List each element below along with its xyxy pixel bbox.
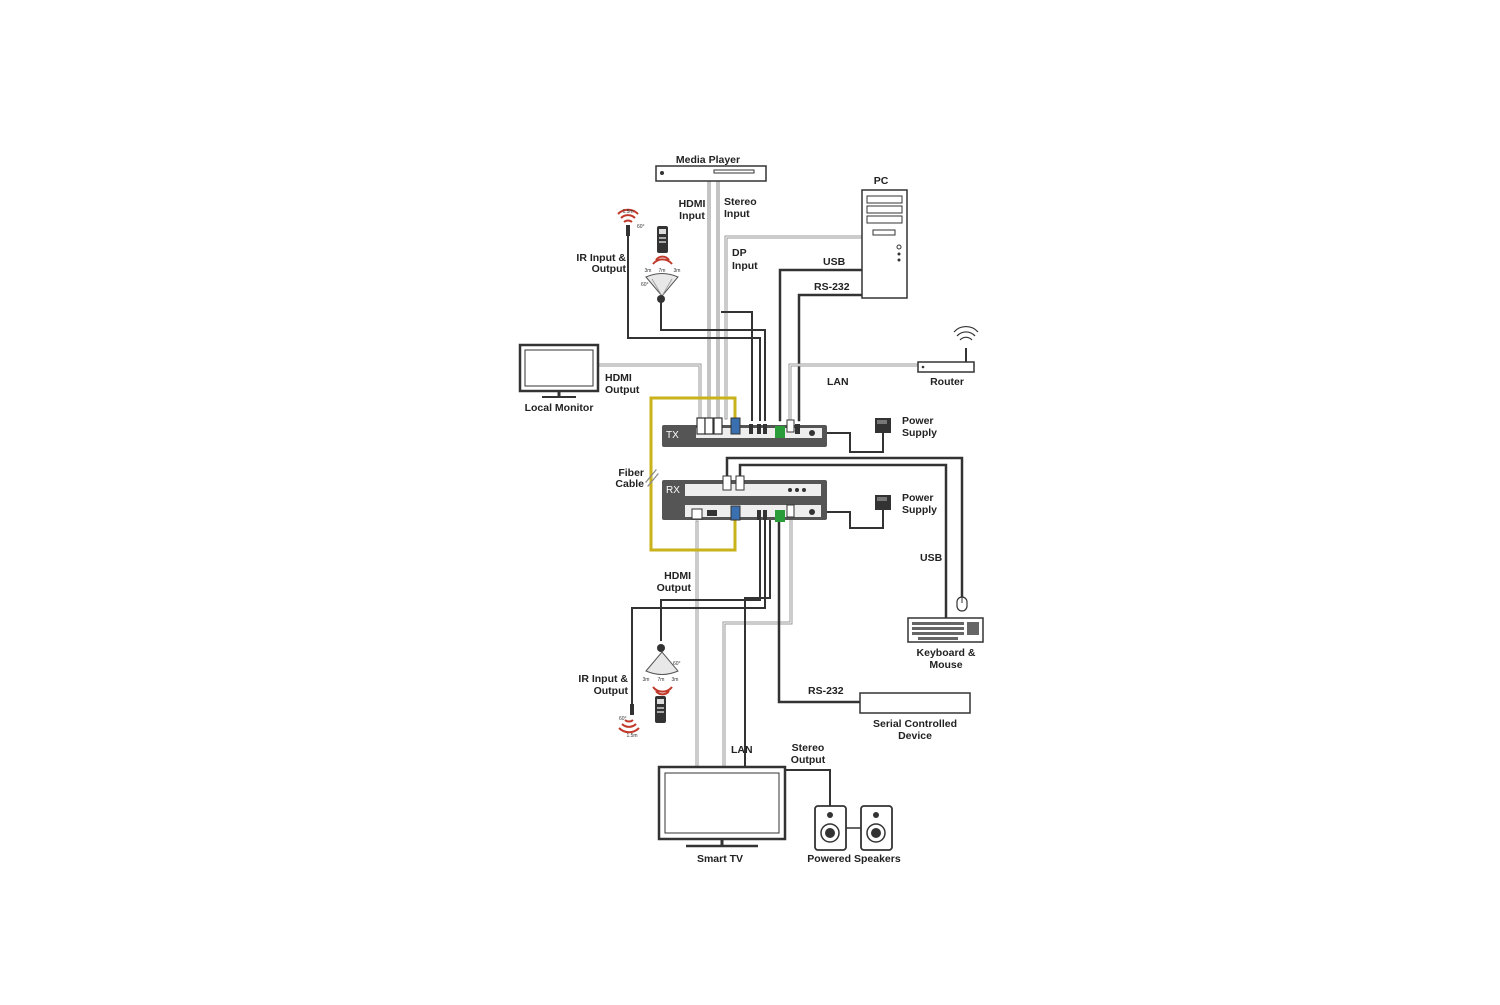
svg-text:3m: 3m <box>645 268 652 274</box>
tx-power-label-1: Power <box>902 415 934 427</box>
ir-emitter-bottom-icon: 60° 1.5m <box>618 704 640 739</box>
svg-text:60°: 60° <box>637 224 645 230</box>
serial-device-label-2: Device <box>898 730 932 742</box>
powered-speakers: Powered Speakers <box>807 805 901 865</box>
dp-input-label-2: Input <box>732 260 758 272</box>
smart-tv: Smart TV <box>657 765 787 865</box>
rx-power-label-2: Supply <box>902 504 937 516</box>
rx-unit: RX <box>662 475 827 522</box>
stereo-input-label-1: Stereo <box>724 196 757 208</box>
local-monitor-label: Local Monitor <box>525 402 594 414</box>
lan-top-cable <box>788 363 920 422</box>
remote-control-top-icon <box>652 226 673 265</box>
stereo-output-label-1: Stereo <box>792 742 825 754</box>
media-player-label: Media Player <box>676 154 740 166</box>
rs232-top-cable <box>797 293 864 422</box>
ir-receiver-bottom-cable <box>660 519 761 641</box>
svg-text:60°: 60° <box>673 661 681 667</box>
router: Router <box>917 326 979 388</box>
hdmi-output-bottom-label-1: HDMI <box>664 570 691 582</box>
svg-text:3m: 3m <box>674 268 681 274</box>
ir-top-assembly: 1.5m 60° 3m 7m 3m 60° <box>617 208 681 303</box>
svg-text:60°: 60° <box>619 716 627 722</box>
serial-device-label-1: Serial Controlled <box>873 718 957 730</box>
tx-unit: TX <box>662 417 827 447</box>
hdmi-input-label-1: HDMI <box>679 198 706 210</box>
ir-bottom-label-1: IR Input & <box>578 673 628 685</box>
usb-bottom-label: USB <box>920 552 943 564</box>
smart-tv-label: Smart TV <box>697 853 743 865</box>
ir-bottom-label-2: Output <box>594 685 629 697</box>
svg-text:7m: 7m <box>658 677 665 683</box>
cables <box>596 178 964 806</box>
hdmi-output-top-label-2: Output <box>605 384 640 396</box>
fiber-cable <box>649 396 737 552</box>
ir-bottom-cable <box>631 519 766 706</box>
lan-top-label: LAN <box>827 376 849 388</box>
pc-label: PC <box>874 175 889 187</box>
rx-power-label-1: Power <box>902 492 934 504</box>
keyboard-mouse <box>907 596 984 643</box>
ir-bottom-assembly: 60° 3m 7m 3m 60° 1.5m <box>618 644 681 739</box>
usb-top-cable <box>778 268 864 422</box>
hdmi-output-top-label-1: HDMI <box>605 372 632 384</box>
hdmi-input-label-2: Input <box>679 210 705 222</box>
connection-labels: HDMI Input Stereo Input DP Input USB RS-… <box>576 196 975 766</box>
speaker-right-icon <box>860 805 893 851</box>
ir-receiver-top-icon: 60° <box>641 273 679 303</box>
local-monitor: Local Monitor <box>518 343 600 414</box>
ir-top-cable <box>627 234 761 421</box>
hdmi-output-bottom-label-2: Output <box>657 582 692 594</box>
rs232-top-label: RS-232 <box>814 281 850 293</box>
powered-speakers-label: Powered Speakers <box>807 853 901 865</box>
ir-top-label-2: Output <box>592 263 627 275</box>
tx-power-supply-icon <box>875 418 891 433</box>
lan-bottom-label: LAN <box>731 744 753 756</box>
tx-label: TX <box>666 430 679 441</box>
keyboard-mouse-label-2: Mouse <box>929 659 962 671</box>
svg-text:1.5m: 1.5m <box>622 209 633 215</box>
rx-label: RX <box>666 485 680 496</box>
svg-text:60°: 60° <box>641 282 649 288</box>
keyboard-mouse-label-1: Keyboard & <box>917 647 976 659</box>
pc: PC <box>861 175 908 299</box>
rx-power-cable <box>821 507 884 529</box>
tx-power-label-2: Supply <box>902 427 937 439</box>
svg-text:1.5m: 1.5m <box>626 733 637 739</box>
usb-top-label: USB <box>823 256 846 268</box>
stereo-input-label-2: Input <box>724 208 750 220</box>
rx-power-supply-icon <box>875 495 891 510</box>
fiber-label-1: Fiber <box>618 467 644 479</box>
svg-text:3m: 3m <box>672 677 679 683</box>
ir-emitter-top-icon: 1.5m 60° <box>617 208 645 236</box>
ir-top-label-1: IR Input & <box>576 252 626 264</box>
svg-text:7m: 7m <box>659 268 666 274</box>
serial-controlled-device <box>859 692 971 714</box>
ir-receiver-bottom-icon: 60° <box>645 644 681 675</box>
ir-receiver-top-cable <box>660 299 766 421</box>
speaker-left-icon <box>814 805 847 851</box>
fiber-label-2: Cable <box>615 478 644 490</box>
router-label: Router <box>930 376 964 388</box>
stereo-output-label-2: Output <box>791 754 826 766</box>
svg-text:3m: 3m <box>643 677 650 683</box>
dp-input-label-1: DP <box>732 247 747 259</box>
remote-control-bottom-icon <box>652 686 673 723</box>
tx-power-cable <box>821 431 884 453</box>
lan-bottom-cable <box>722 518 793 770</box>
rs232-bottom-label: RS-232 <box>808 685 844 697</box>
media-player: Media Player <box>655 154 767 182</box>
rs232-bottom-cable <box>777 518 862 704</box>
usb-bottom-cable <box>725 456 964 600</box>
